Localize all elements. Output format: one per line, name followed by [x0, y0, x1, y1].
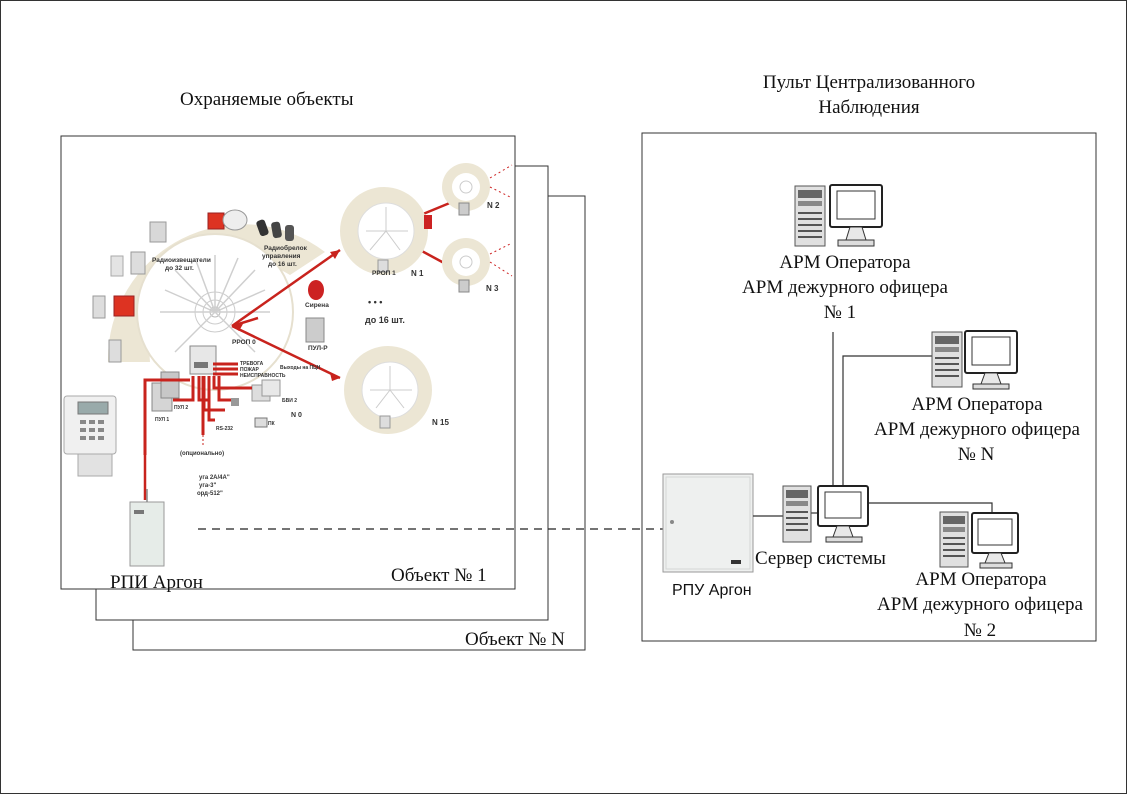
keypad-icon — [305, 317, 325, 343]
scheme-label: N 2 — [487, 201, 500, 210]
speaker-icon — [231, 398, 239, 406]
armN-officer-label: АРМ дежурного офицера — [874, 419, 1080, 440]
central-station-title-line2: Наблюдения — [818, 97, 920, 118]
server-workstation-icon — [782, 485, 869, 543]
siren-icon — [308, 280, 324, 300]
scheme-label: РРОП 1 — [372, 270, 396, 277]
protected-objects-title: Охраняемые объекты — [180, 89, 354, 110]
fire-button-icon — [207, 212, 225, 230]
scheme-label: уга-3" — [199, 483, 217, 489]
workstation-n-icon — [931, 330, 1018, 390]
key-fob-icon — [256, 219, 269, 237]
scheme-label: ПК — [268, 421, 275, 427]
arm1-number: № 1 — [823, 302, 857, 323]
armN-operator-label: АРМ Оператора — [911, 394, 1043, 415]
scheme-label: Радиоизвещатели — [152, 257, 211, 264]
scheme-label: Радиобрелок — [264, 245, 307, 252]
arm2-number: № 2 — [963, 620, 997, 641]
smoke-detector-icon — [222, 209, 248, 231]
scheme-label: RS-232 — [216, 426, 233, 432]
scheme-label: ПОЖАР — [240, 367, 259, 373]
scheme-label: Выходы на ПЦН — [280, 365, 321, 371]
detector-icon — [130, 251, 146, 275]
scheme-label: НЕИСПРАВНОСТЬ — [240, 373, 286, 379]
scheme-label: • • • — [368, 297, 383, 307]
scheme-label: ПУЛ 1 — [155, 417, 170, 423]
scheme-label: БВИ 2 — [282, 398, 297, 404]
scheme-label: N 1 — [411, 269, 424, 278]
key-fob-icon — [285, 225, 294, 241]
arm2-officer-label: АРМ дежурного офицера — [877, 594, 1083, 615]
detector-icon — [108, 339, 122, 363]
detector-icon — [149, 221, 167, 243]
rpu-argon-label: РПУ Аргон — [672, 582, 752, 599]
rpu-argon-device-icon — [662, 473, 754, 573]
keypad-icon — [160, 371, 180, 399]
arm1-officer-label: АРМ дежурного офицера — [742, 277, 948, 298]
scheme-label: ПУЛ-Р — [308, 345, 328, 352]
arm2-operator-label: АРМ Оператора — [915, 569, 1047, 590]
pc-icon — [254, 417, 268, 428]
scheme-label: N 3 — [486, 284, 499, 293]
scheme-label: (опционально) — [180, 451, 225, 457]
rpi-argon-device-icon — [129, 489, 165, 567]
detector-icon — [92, 295, 106, 319]
workstation-1-icon — [794, 184, 883, 247]
scheme-label: до 16 шт. — [365, 315, 405, 325]
armN-number: № N — [957, 444, 995, 465]
scheme-label: до 32 шт. — [165, 265, 194, 272]
scheme-label: орд-512" — [197, 491, 223, 497]
key-fob-icon — [271, 221, 282, 239]
scheme-label: управления — [262, 253, 301, 260]
detector-icon — [110, 255, 124, 277]
fire-button-icon — [113, 295, 135, 317]
scheme-label: N 15 — [432, 418, 449, 427]
server-label: Сервер системы — [755, 548, 886, 569]
scheme-label: ТРЕВОГА — [240, 361, 264, 367]
scheme-label: ПУЛ 2 — [174, 405, 189, 411]
central-station-title-line1: Пульт Централизованного — [762, 72, 976, 93]
relay-block-icon — [261, 379, 281, 397]
scheme-label: РРОП 0 — [232, 339, 256, 346]
scheme-label: уга 2А/4А" — [199, 475, 230, 481]
scheme-label: Сирена — [305, 302, 329, 309]
object-1-label: Объект № 1 — [391, 565, 487, 586]
scheme-label: до 16 шт. — [268, 261, 297, 268]
radio-system-scheme — [63, 163, 513, 500]
workstation-2-icon — [939, 511, 1019, 569]
arm1-operator-label: АРМ Оператора — [779, 252, 911, 273]
object-n-label: Объект № N — [465, 629, 565, 650]
rpi-argon-label: РПИ Аргон — [110, 572, 203, 593]
scheme-label: N 0 — [291, 412, 302, 419]
network-lines — [753, 332, 993, 517]
control-unit-icon — [189, 345, 217, 375]
